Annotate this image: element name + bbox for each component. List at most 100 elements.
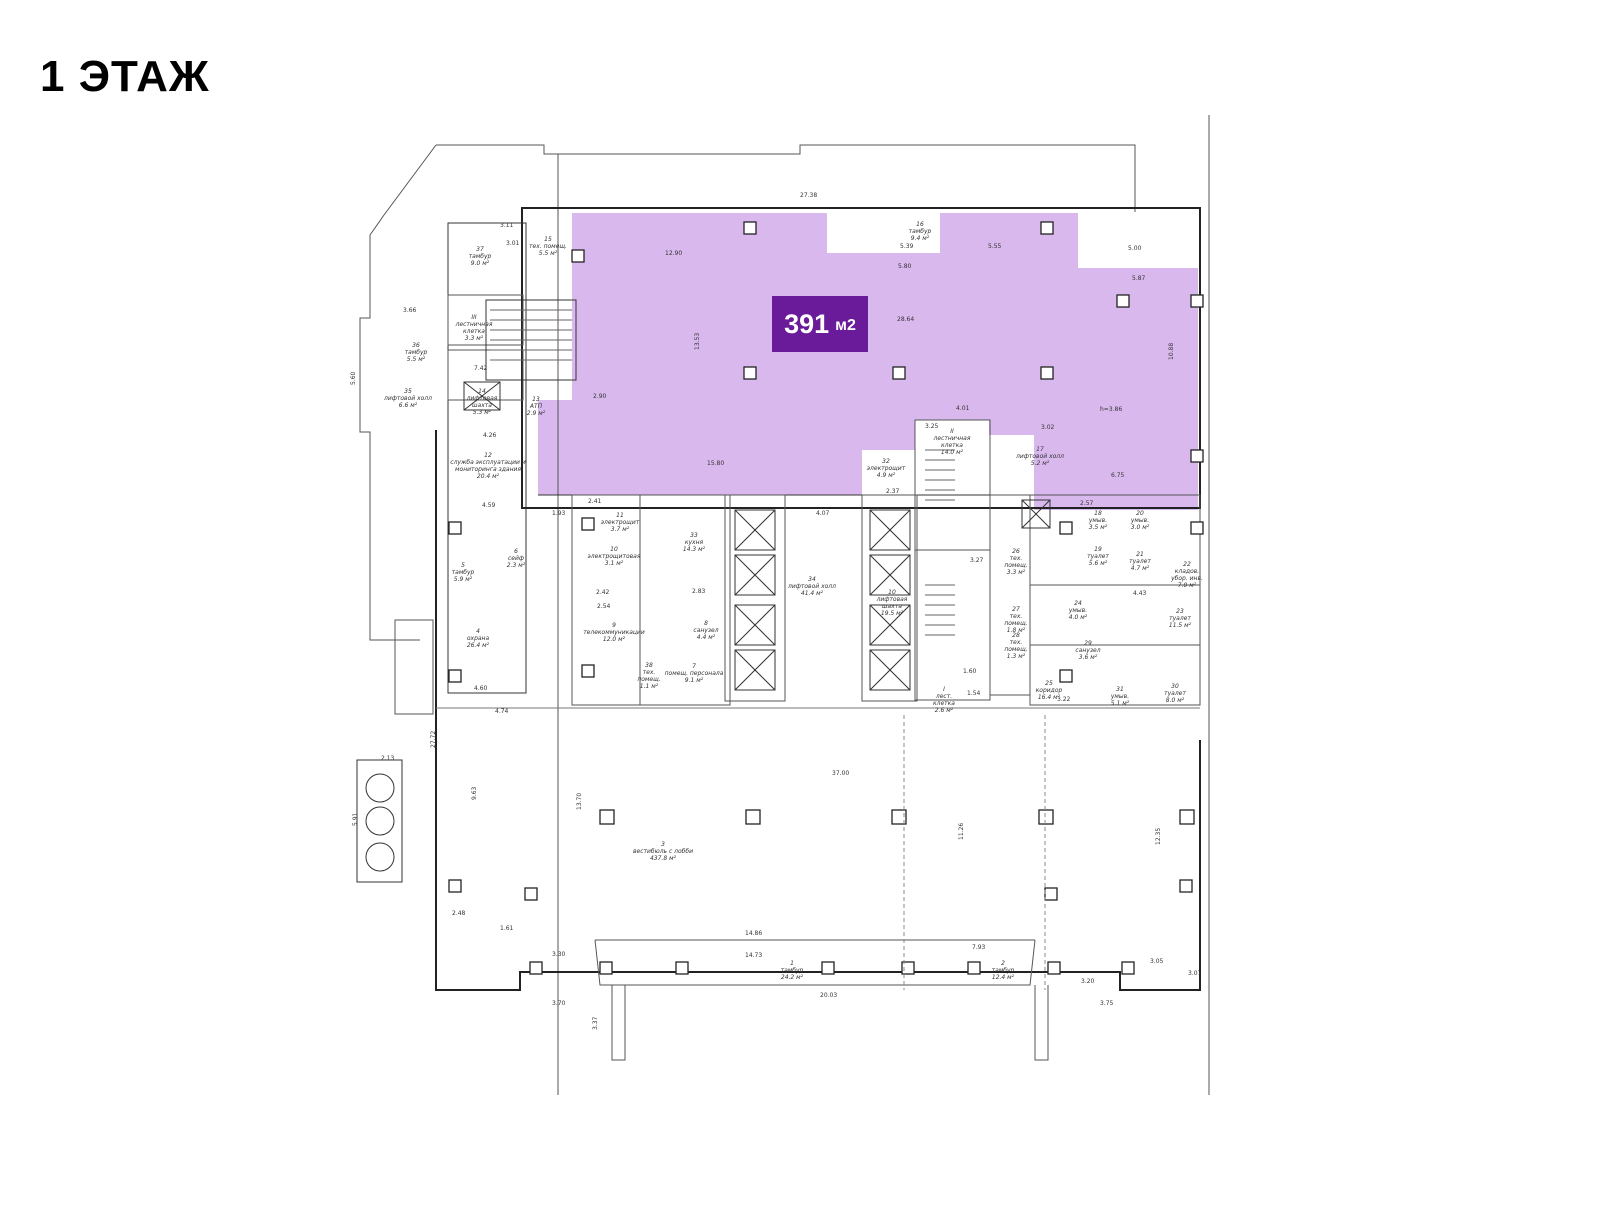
room-label-line: лестничная <box>455 321 493 328</box>
room-label-line: туалет <box>1164 690 1186 697</box>
dimension-label: 15.80 <box>707 460 725 467</box>
dimension-label: 9.63 <box>471 786 478 800</box>
room-label-line: шахта <box>882 603 902 610</box>
dimension-label: 3.70 <box>552 1000 566 1007</box>
dimension-label: 4.07 <box>816 510 830 517</box>
room-label-line: 15 <box>544 236 552 243</box>
room-label-line: АТП <box>529 403 543 410</box>
dimension-label: 3.30 <box>552 951 566 958</box>
dimension-label: 13.70 <box>576 792 583 810</box>
dimension-label: 3.66 <box>403 307 417 314</box>
dimension-label: 3.02 <box>1041 424 1055 431</box>
outer-contour-left <box>359 144 437 641</box>
room-label-line: 23 <box>1176 608 1184 615</box>
entrance-vestibules <box>594 939 1049 1061</box>
room-label-line: 3.1 м² <box>604 560 624 567</box>
building-outline-upper <box>521 207 1201 509</box>
room-label-line: 12.0 м² <box>602 636 626 643</box>
room-label-line: тамбур <box>908 228 932 235</box>
room-label-line: 31 <box>1116 686 1124 693</box>
dimension-label: 14.73 <box>745 952 763 959</box>
room-label-line: умыв. <box>1088 517 1108 524</box>
dimension-label: 5.00 <box>1128 245 1142 252</box>
dimension-label: 11.26 <box>958 822 965 840</box>
room-label-line: кухня <box>684 539 704 546</box>
outer-contour-top <box>436 144 1136 155</box>
room-label-line: 19.5 м² <box>880 610 904 617</box>
dimension-label: 6.75 <box>1111 472 1125 479</box>
room-label-line: умыв. <box>1068 607 1088 614</box>
room-label-line: 1.1 м² <box>639 683 659 690</box>
room-label-line: 5 <box>461 562 465 569</box>
room-label-line: 12 <box>484 452 492 459</box>
room-label-line: вестибюль с лобби <box>633 848 693 855</box>
room-label-line: 29 <box>1084 640 1092 647</box>
room-label-line: 37 <box>476 246 484 253</box>
highlighted-area[interactable] <box>538 213 1198 510</box>
room-label-line: лифтовой холл <box>384 395 432 402</box>
room-label-line: лестничная <box>933 435 971 442</box>
room-label-line: 5.6 м² <box>1088 560 1108 567</box>
room-label-line: лифтовой холл <box>1016 453 1064 460</box>
room-label-line: туалет <box>1087 553 1109 560</box>
room-label-line: 32 <box>882 458 890 465</box>
dimension-label: 2.13 <box>381 755 395 762</box>
room-label-line: 5.9 м² <box>453 576 473 583</box>
floor-title: 1 ЭТАЖ <box>40 52 210 101</box>
dimension-label: 4.59 <box>482 502 496 509</box>
room-label-line: 35 <box>404 388 412 395</box>
room-label-line: электрощит <box>600 519 640 526</box>
room-label-line: помещ. <box>1004 646 1028 653</box>
room-label-line: умыв. <box>1130 517 1150 524</box>
room-label-line: 27 <box>1012 606 1020 613</box>
room-label-line: 7.0 м² <box>1177 582 1197 589</box>
area-unit: м2 <box>835 317 856 334</box>
columns <box>448 221 1204 975</box>
dimension-label: 3.22 <box>1057 696 1071 703</box>
room-label-line: 9.4 м² <box>910 235 930 242</box>
dimension-label: 27.72 <box>430 730 437 748</box>
room-label-line: 3.5 м² <box>1088 524 1108 531</box>
dimension-label: h=3.86 <box>1100 406 1123 413</box>
room-label-line: помещ. <box>1004 562 1028 569</box>
room-label-line: санузел <box>693 627 719 634</box>
dimension-label: 27.38 <box>800 192 818 199</box>
room-label-line: 5.5 м² <box>538 250 558 257</box>
dimension-label: 3.25 <box>925 423 939 430</box>
room-label-line: 8.0 м² <box>1165 697 1185 704</box>
room-label-line: электрощит <box>866 465 906 472</box>
room-label-line: 1.3 м² <box>1006 653 1026 660</box>
room-label-line: 8 <box>704 620 708 627</box>
room-label-line: 25 <box>1045 680 1053 687</box>
room-label-line: шахта <box>472 402 492 409</box>
room-label-line: 14.3 м² <box>682 546 706 553</box>
room-label-line: 24.2 м² <box>780 974 804 981</box>
room-label-line: 4 <box>476 628 480 635</box>
dimension-label: 2.83 <box>692 588 706 595</box>
dimension-label: 4.60 <box>474 685 488 692</box>
room-label-line: электрощитовая <box>587 553 641 560</box>
room-label-line: 5.3 м² <box>472 409 492 416</box>
room-label-line: 3.6 м² <box>1078 654 1098 661</box>
room-label-line: телекоммуникации <box>583 629 645 636</box>
dimension-label: 5.87 <box>1132 275 1146 282</box>
dimension-label: 1.93 <box>552 510 566 517</box>
room-label-line: лифтовая <box>466 395 498 402</box>
room-label-line: 33 <box>690 532 698 539</box>
dimension-label: 2.42 <box>596 589 610 596</box>
room-label-line: 21 <box>1136 551 1144 558</box>
room-label-line: 22 <box>1183 561 1191 568</box>
